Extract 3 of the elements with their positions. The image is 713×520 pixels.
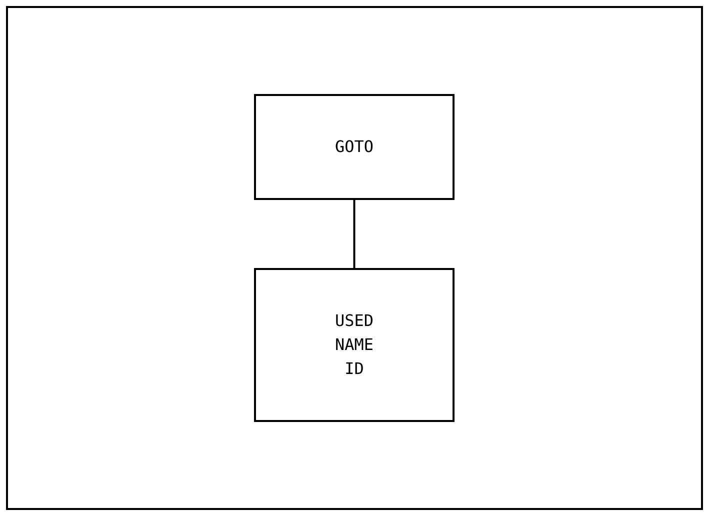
node-box: USED NAME ID [254,268,455,422]
node-box: GOTO [254,94,455,200]
connector [354,199,356,269]
